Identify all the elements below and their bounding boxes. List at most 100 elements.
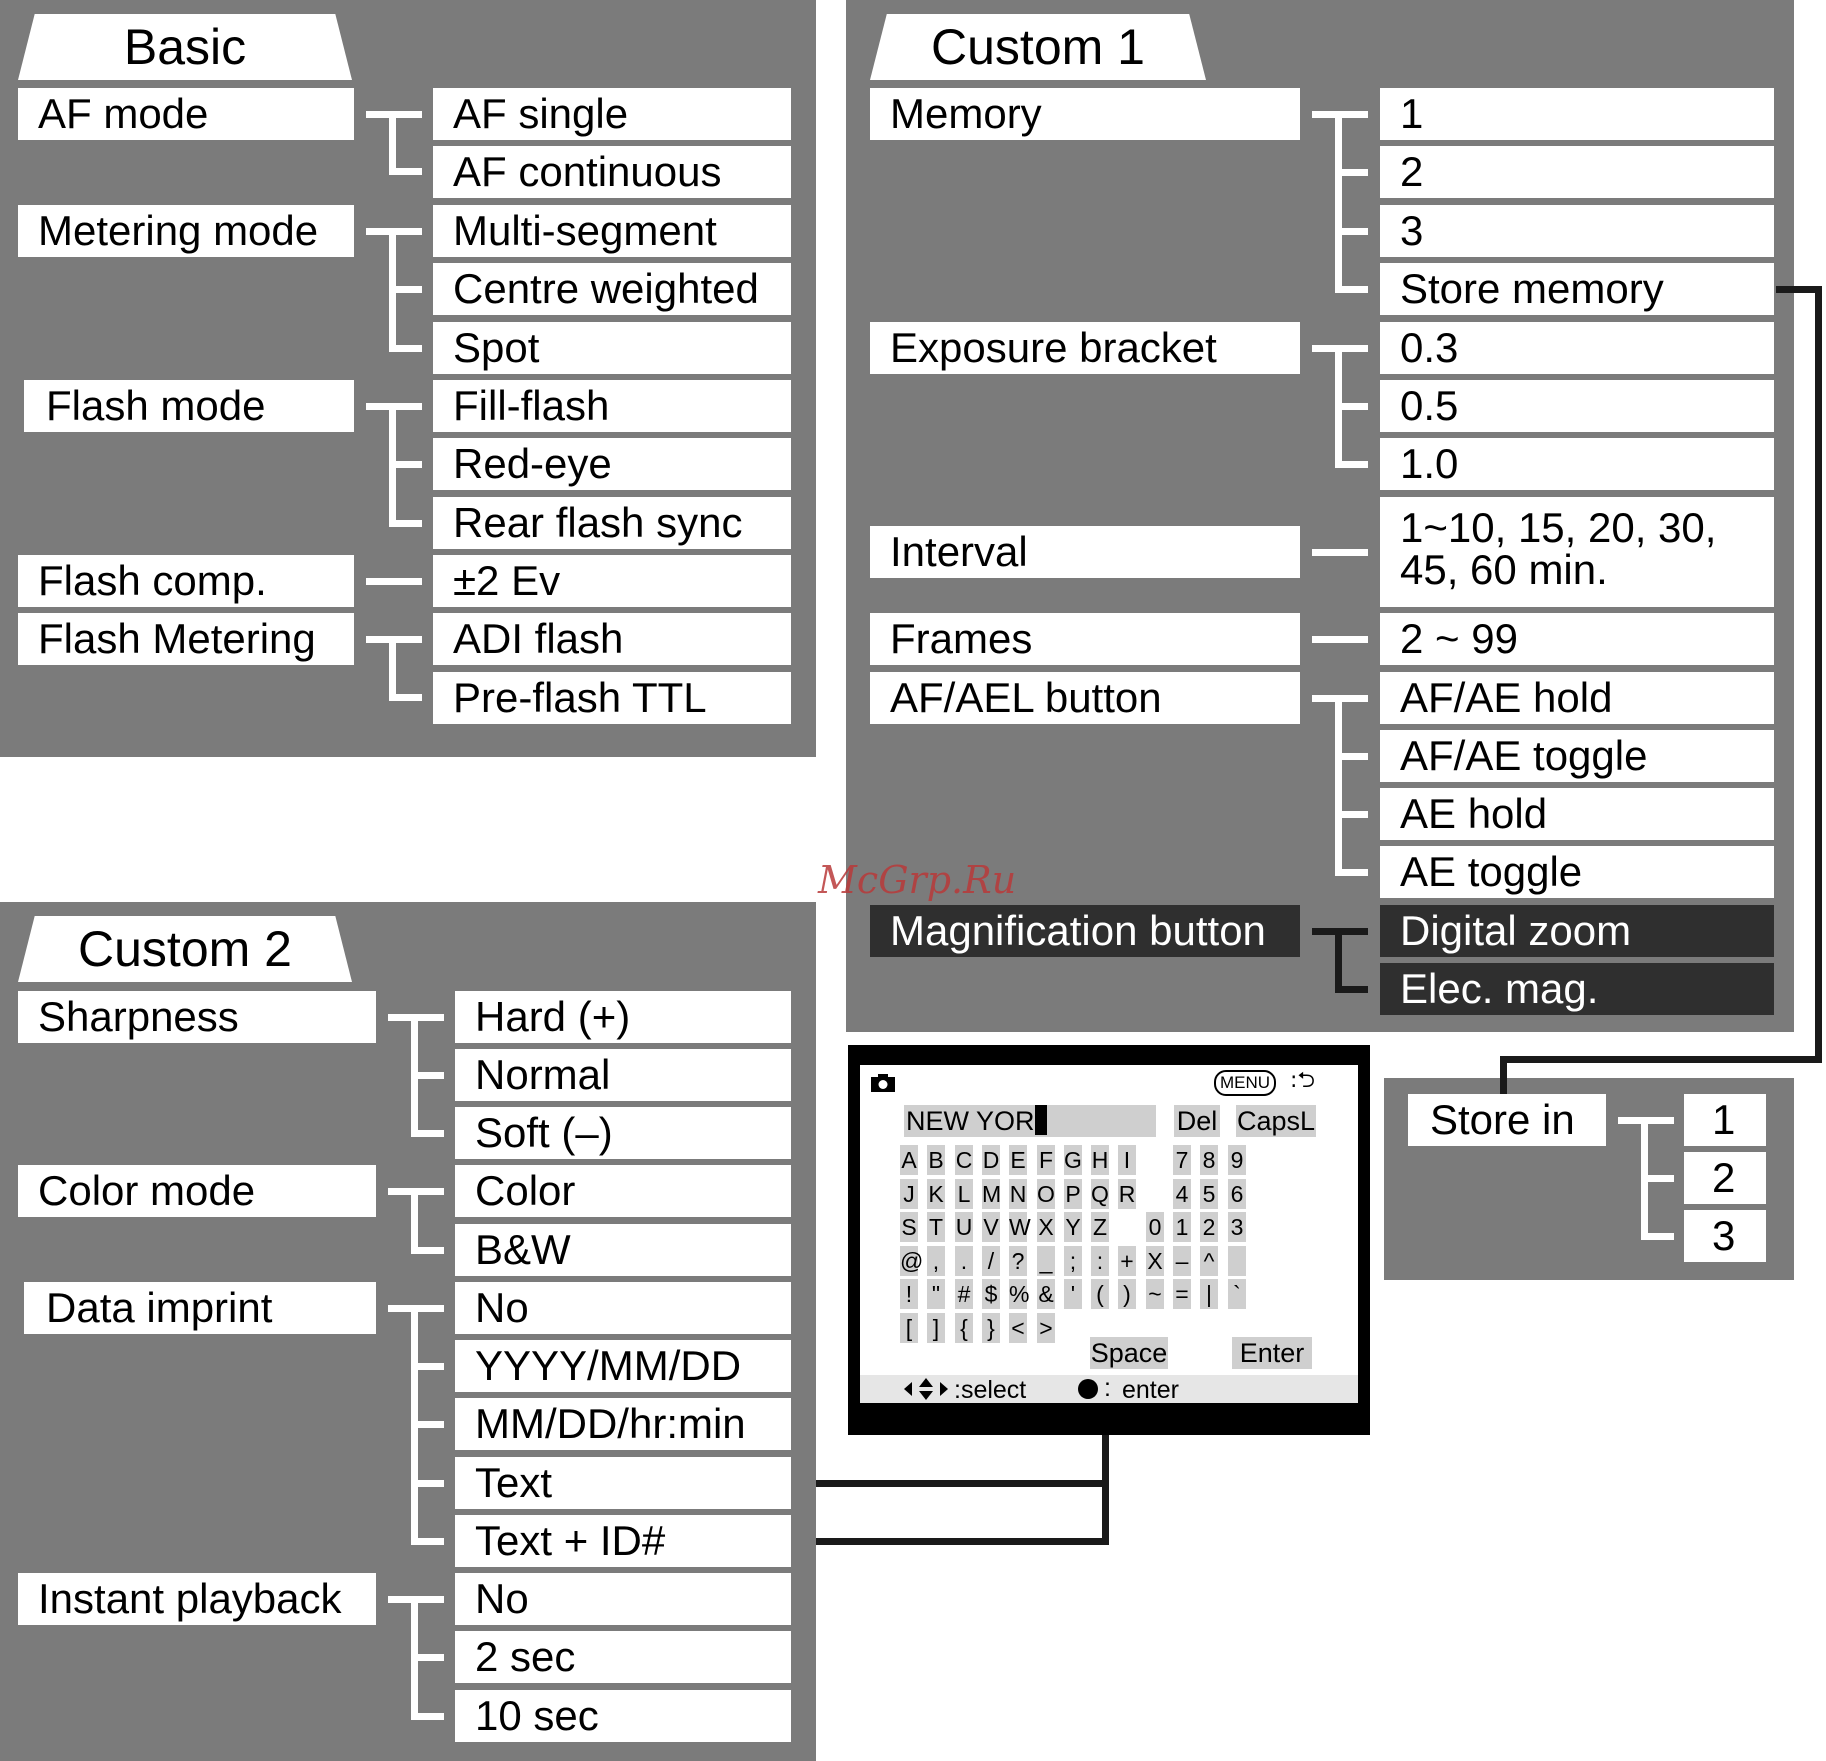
setting-sharpness[interactable]: Sharpness [18, 991, 376, 1043]
keyboard-key[interactable]: + [1118, 1246, 1136, 1276]
option-af-ae-toggle[interactable]: AF/AE toggle [1380, 730, 1774, 782]
keyboard-key[interactable]: 1 [1173, 1212, 1191, 1242]
keyboard-key[interactable]: 4 [1173, 1179, 1191, 1209]
setting-magnification-button[interactable]: Magnification button [870, 905, 1300, 957]
keyboard-key[interactable]: Z [1091, 1212, 1109, 1242]
setting-flash-mode[interactable]: Flash mode [24, 380, 354, 432]
keyboard-key[interactable]: _ [1037, 1246, 1055, 1276]
option-multi-segment[interactable]: Multi-segment [433, 205, 791, 257]
keyboard-key[interactable]: 5 [1200, 1179, 1218, 1209]
keyboard-key[interactable]: 0 [1146, 1212, 1164, 1242]
keyboard-key[interactable]: : [1091, 1246, 1109, 1276]
option-pre-flash-ttl[interactable]: Pre-flash TTL [433, 672, 791, 724]
option-normal[interactable]: Normal [455, 1049, 791, 1101]
keyboard-key[interactable]: , [927, 1246, 945, 1276]
keyboard-key[interactable]: D [982, 1145, 1000, 1175]
keyboard-key[interactable]: $ [982, 1279, 1000, 1309]
keyboard-key[interactable]: ^ [1200, 1246, 1218, 1276]
option-bracket-0-5[interactable]: 0.5 [1380, 380, 1774, 432]
option-text[interactable]: Text [455, 1457, 791, 1509]
keyboard-key[interactable]: – [1173, 1246, 1191, 1276]
keyboard-key[interactable]: # [955, 1279, 973, 1309]
keyboard-key[interactable]: & [1037, 1279, 1055, 1309]
setting-color-mode[interactable]: Color mode [18, 1165, 376, 1217]
option-imprint-no[interactable]: No [455, 1282, 791, 1334]
keyboard-key[interactable]: 2 [1200, 1212, 1218, 1242]
menu-button-icon[interactable]: MENU [1214, 1070, 1277, 1096]
option-memory-1[interactable]: 1 [1380, 88, 1774, 140]
setting-metering-mode[interactable]: Metering mode [18, 205, 354, 257]
keyboard-key[interactable]: ' [1064, 1279, 1082, 1309]
keyboard-key[interactable]: M [982, 1179, 1002, 1209]
keyboard-key[interactable]: 8 [1200, 1145, 1218, 1175]
setting-flash-comp[interactable]: Flash comp. [18, 555, 354, 607]
keyboard-key[interactable]: O [1037, 1179, 1055, 1209]
keyboard-key[interactable]: ~ [1146, 1279, 1164, 1309]
option-adi-flash[interactable]: ADI flash [433, 613, 791, 665]
option-af-single[interactable]: AF single [433, 88, 791, 140]
keyboard-key[interactable]: W [1009, 1212, 1031, 1242]
enter-key[interactable]: Enter [1232, 1337, 1312, 1369]
option-bw[interactable]: B&W [455, 1224, 791, 1276]
keyboard-key[interactable]: K [927, 1179, 945, 1209]
keyboard-key[interactable]: ] [927, 1313, 945, 1343]
keyboard-key[interactable]: 7 [1173, 1145, 1191, 1175]
caps-lock-key[interactable]: CapsL [1236, 1105, 1316, 1137]
keyboard-key[interactable]: / [982, 1246, 1000, 1276]
keyboard-key[interactable]: C [955, 1145, 973, 1175]
option-memory-2[interactable]: 2 [1380, 146, 1774, 198]
text-input-field[interactable]: NEW YOR [904, 1105, 1156, 1137]
option-yyyy-mm-dd[interactable]: YYYY/MM/DD [455, 1340, 791, 1392]
keyboard-key[interactable]: % [1009, 1279, 1030, 1309]
keyboard-key[interactable]: . [955, 1246, 973, 1276]
keyboard-key[interactable]: H [1091, 1145, 1109, 1175]
keyboard-key[interactable]: ( [1091, 1279, 1109, 1309]
option-spot[interactable]: Spot [433, 322, 791, 374]
keyboard-key[interactable]: Q [1091, 1179, 1109, 1209]
keyboard-key[interactable]: F [1037, 1145, 1055, 1175]
option-interval-values[interactable]: 1~10, 15, 20, 30, 45, 60 min. [1380, 497, 1774, 607]
option-memory-3[interactable]: 3 [1380, 205, 1774, 257]
option-ae-hold[interactable]: AE hold [1380, 788, 1774, 840]
option-bracket-1-0[interactable]: 1.0 [1380, 438, 1774, 490]
setting-instant-playback[interactable]: Instant playback [18, 1573, 376, 1625]
keyboard-key[interactable]: B [927, 1145, 945, 1175]
keyboard-key[interactable]: I [1118, 1145, 1136, 1175]
keyboard-key[interactable]: " [927, 1279, 945, 1309]
space-key[interactable]: Space [1090, 1337, 1168, 1369]
custom1-tab[interactable]: Custom 1 [870, 14, 1206, 80]
keyboard-key[interactable]: L [955, 1179, 973, 1209]
keyboard-key[interactable]: 6 [1228, 1179, 1246, 1209]
option-ae-toggle[interactable]: AE toggle [1380, 846, 1774, 898]
keyboard-key[interactable]: V [982, 1212, 1000, 1242]
keyboard-key[interactable]: R [1118, 1179, 1136, 1209]
option-fill-flash[interactable]: Fill-flash [433, 380, 791, 432]
option-text-id[interactable]: Text + ID# [455, 1515, 791, 1567]
setting-exposure-bracket[interactable]: Exposure bracket [870, 322, 1300, 374]
option-centre-weighted[interactable]: Centre weighted [433, 263, 791, 315]
setting-flash-metering[interactable]: Flash Metering [18, 613, 354, 665]
keyboard-key[interactable]: @ [900, 1246, 924, 1276]
setting-interval[interactable]: Interval [870, 526, 1300, 578]
keyboard-key[interactable]: J [900, 1179, 918, 1209]
keyboard-key[interactable]: { [955, 1313, 973, 1343]
keyboard-key[interactable]: E [1009, 1145, 1027, 1175]
option-mm-dd-hr-min[interactable]: MM/DD/hr:min [455, 1398, 791, 1450]
keyboard-key[interactable]: ! [900, 1279, 918, 1309]
option-digital-zoom[interactable]: Digital zoom [1380, 905, 1774, 957]
setting-data-imprint[interactable]: Data imprint [24, 1282, 376, 1334]
keyboard-key[interactable]: X [1146, 1246, 1164, 1276]
option-bracket-0-3[interactable]: 0.3 [1380, 322, 1774, 374]
keyboard-key[interactable]: ; [1064, 1246, 1082, 1276]
keyboard-key[interactable]: U [955, 1212, 973, 1242]
option-rear-flash-sync[interactable]: Rear flash sync [433, 497, 791, 549]
setting-memory[interactable]: Memory [870, 88, 1300, 140]
keyboard-key[interactable]: N [1009, 1179, 1027, 1209]
option-10-sec[interactable]: 10 sec [455, 1690, 791, 1742]
store-option-3[interactable]: 3 [1684, 1210, 1766, 1262]
option-soft[interactable]: Soft (–) [455, 1107, 791, 1159]
option-af-ae-hold[interactable]: AF/AE hold [1380, 672, 1774, 724]
keyboard-key[interactable]: Y [1064, 1212, 1082, 1242]
keyboard-key[interactable]: T [927, 1212, 945, 1242]
keyboard-key[interactable]: P [1064, 1179, 1082, 1209]
